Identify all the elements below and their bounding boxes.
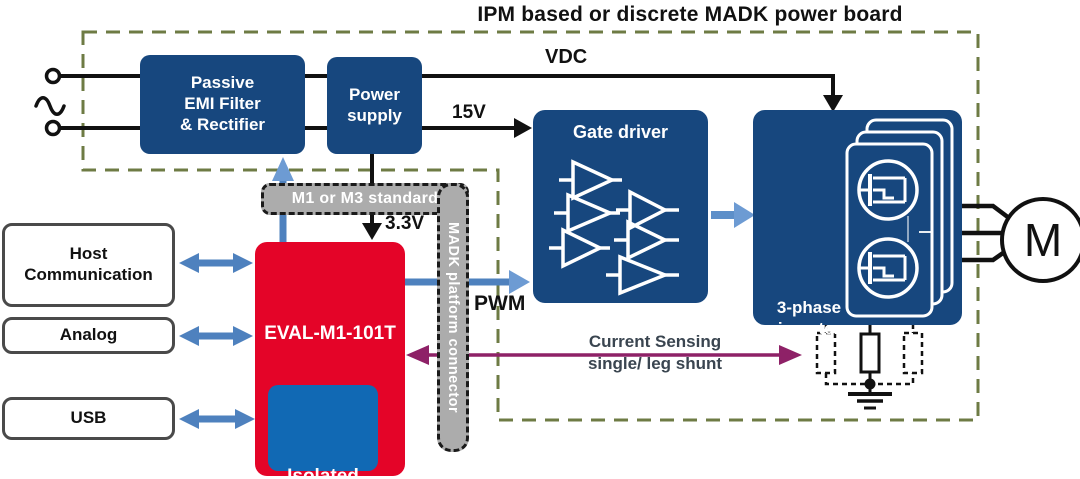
inverter-card-back xyxy=(865,118,954,294)
shunt-resistor-right xyxy=(902,331,924,375)
three-v3-label: 3.3V xyxy=(385,213,425,234)
ac-terminal-top xyxy=(44,67,62,85)
m1-m3-standard-connector: M1 or M3 standard xyxy=(261,183,469,215)
three-v3-arrowhead xyxy=(362,223,382,240)
fifteen-volt-label: 15V xyxy=(452,102,486,123)
block-3-phase-inverter: 3-phase inverter xyxy=(753,110,962,338)
gate-to-inverter-arrowhead xyxy=(734,202,755,228)
power-supply-label: Power supply xyxy=(347,84,402,125)
usb-arrowhead-left xyxy=(179,409,199,429)
current-sensing-arrowhead-left xyxy=(406,345,429,365)
pwm-label: PWM xyxy=(474,292,526,315)
madk-platform-connector-label: MADK platform connector xyxy=(445,221,461,414)
inverter-card-mid xyxy=(855,130,944,306)
debugger-label: Isolated On-Board Debugger xyxy=(287,466,359,479)
diagram-title: IPM based or discrete MADK power board xyxy=(477,3,903,26)
block-emi-filter-rectifier: Passive EMI Filter & Rectifier xyxy=(140,55,305,154)
block-analog: Analog xyxy=(2,317,175,354)
current-sensing-label: Current Sensing single/ leg shunt xyxy=(587,332,723,373)
host-comm-arrowhead-left xyxy=(179,253,199,273)
m1-m3-standard-label: M1 or M3 standard xyxy=(291,190,439,207)
inverter-half-bridge-icon xyxy=(845,118,954,318)
phase-line-u xyxy=(962,203,1015,223)
analog-label: Analog xyxy=(59,325,118,345)
madk-platform-connector: MADK platform connector xyxy=(437,183,469,452)
usb-arrowhead-right xyxy=(235,409,255,429)
eval-board-label: EVAL-M1-101T xyxy=(264,323,396,344)
fifteen-volt-arrowhead xyxy=(514,118,532,138)
block-host-communication: Host Communication xyxy=(2,223,175,307)
ac-terminal-bottom xyxy=(44,119,62,137)
emi-filter-label: Passive EMI Filter & Rectifier xyxy=(179,73,266,134)
mosfet-bottom-icon xyxy=(857,237,919,299)
current-sensing-arrowhead-right xyxy=(779,345,802,365)
analog-arrowhead-right xyxy=(233,326,253,346)
usb-label: USB xyxy=(70,408,107,428)
pwm-arrowhead xyxy=(509,270,530,294)
motor-circle xyxy=(1000,197,1080,283)
mosfet-top-icon xyxy=(857,159,919,221)
ac-sine-icon xyxy=(34,96,66,116)
host-comm-arrowhead-right xyxy=(233,253,253,273)
block-gate-driver: Gate driver xyxy=(533,110,708,303)
block-power-supply: Power supply xyxy=(327,57,422,154)
inverter-label: 3-phase inverter xyxy=(776,298,842,338)
vdc-wire xyxy=(60,74,835,100)
block-eval-m1-101t: EVAL-M1-101T Isolated On-Board Debugger xyxy=(255,242,405,479)
vdc-label: VDC xyxy=(545,46,588,68)
gate-driver-label: Gate driver xyxy=(572,122,669,142)
block-usb: USB xyxy=(2,397,175,440)
analog-arrowhead-left xyxy=(179,326,199,346)
ground-junction-dot xyxy=(864,378,876,390)
power-board-boundary xyxy=(81,30,980,422)
host-comm-label: Host Communication xyxy=(24,244,153,284)
block-isolated-debugger: Isolated On-Board Debugger xyxy=(268,385,378,479)
inverter-card-front xyxy=(845,142,934,318)
eval-to-emi-arrowhead xyxy=(272,157,294,181)
vdc-arrowhead xyxy=(823,95,843,112)
shunt-resistor-mid xyxy=(859,332,881,374)
motor-label: M xyxy=(1024,214,1062,266)
